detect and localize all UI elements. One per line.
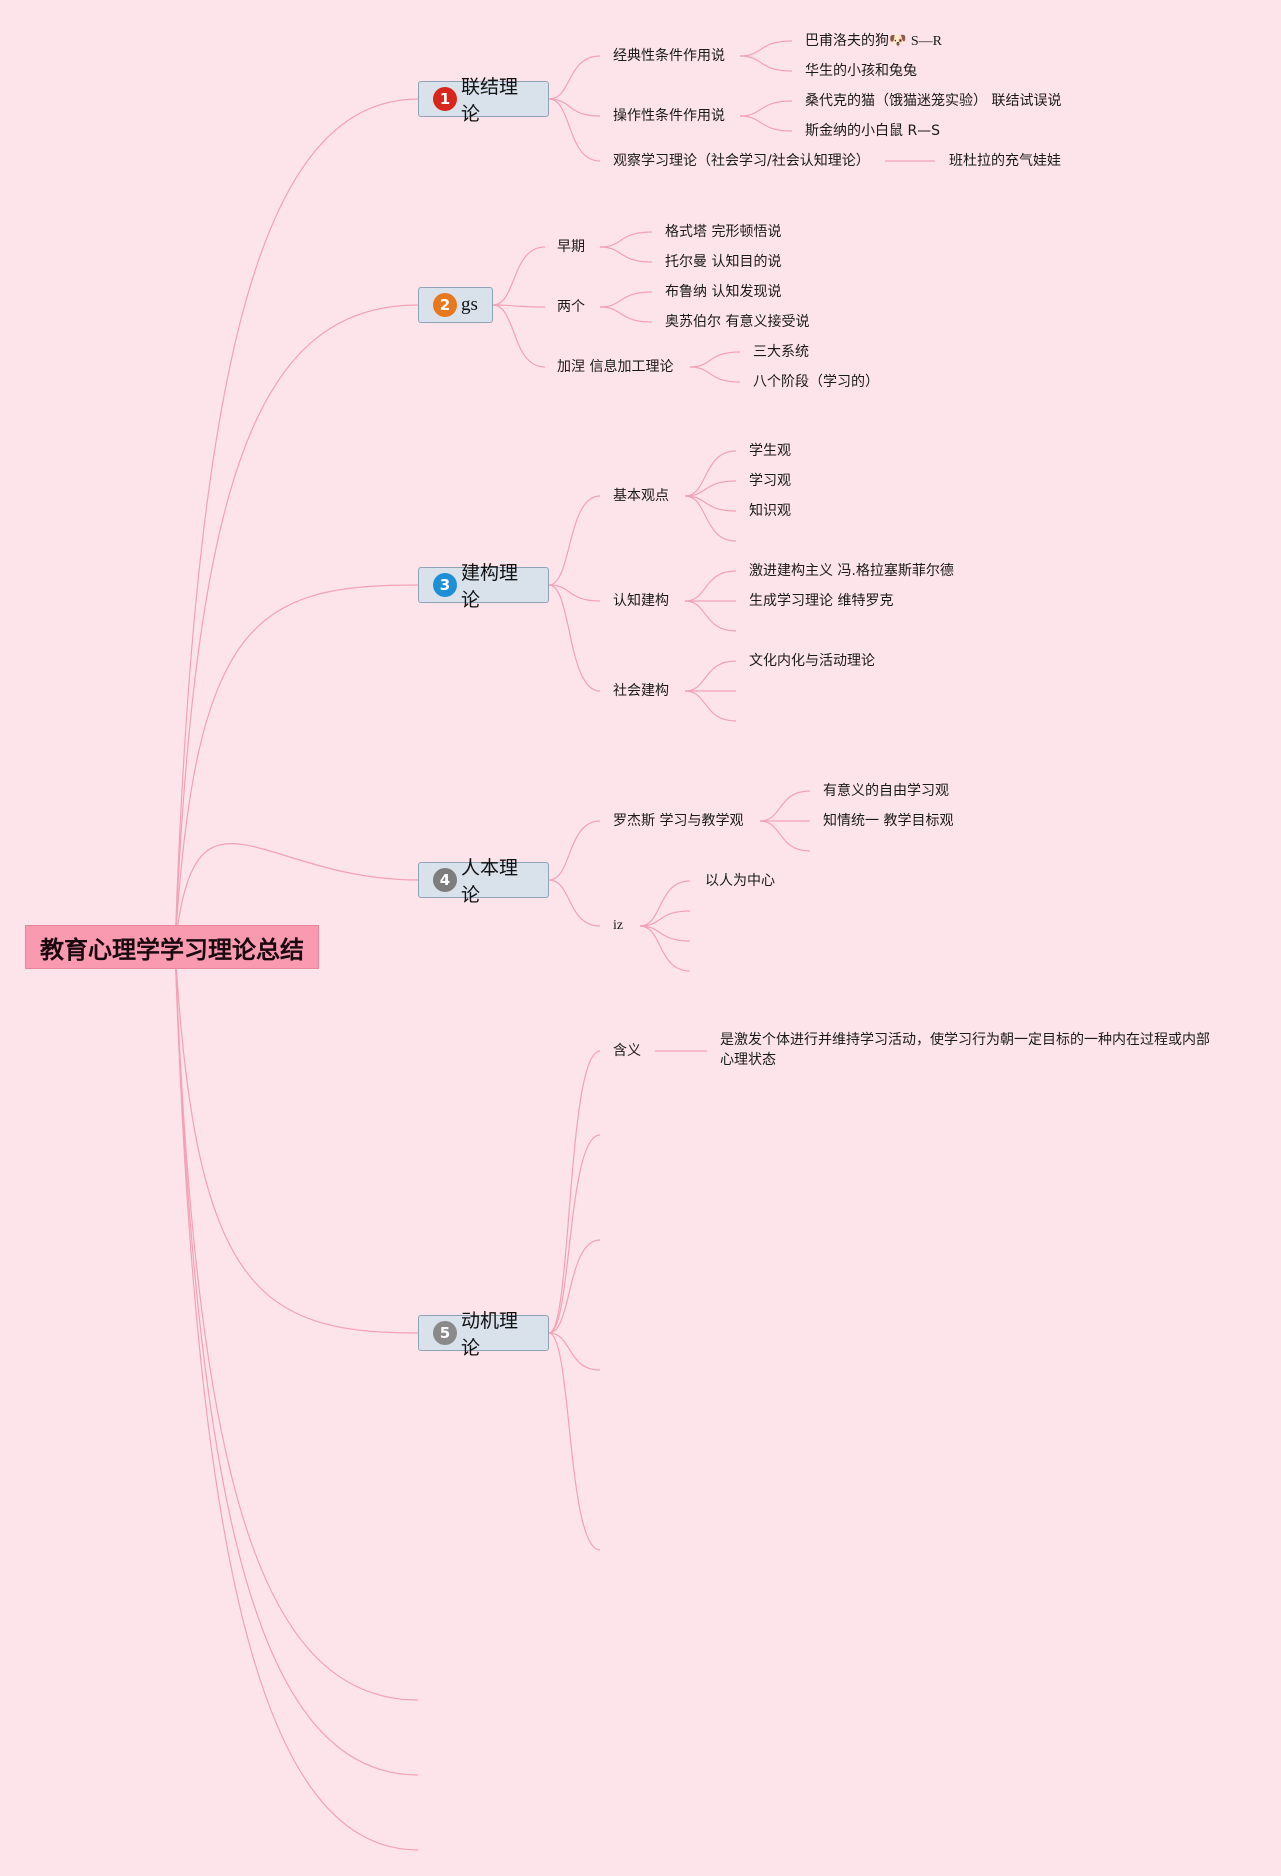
connector-27 [548, 584, 601, 692]
connector-16 [492, 246, 546, 306]
connector-13 [739, 100, 793, 117]
node-three-systems[interactable]: 三大系统 [753, 344, 809, 360]
node-text: 巴甫洛夫的狗 [805, 33, 889, 49]
node-student-view[interactable]: 学生观 [749, 443, 791, 459]
node-meaning[interactable]: 含义 [613, 1043, 641, 1059]
node-free-learning[interactable]: 有意义的自由学习观 [823, 783, 949, 799]
node-tolman[interactable]: 托尔曼 认知目的说 [665, 254, 782, 270]
root-topic[interactable]: 教育心理学学习理论总结 [25, 925, 319, 969]
number-badge-5: 5 [433, 1321, 457, 1345]
node-gestalt[interactable]: 格式塔 完形顿悟说 [665, 224, 782, 240]
connector-31 [684, 495, 737, 542]
connector-49 [548, 1239, 601, 1334]
node-bandura[interactable]: 班杜拉的充气娃娃 [949, 153, 1061, 169]
root-connector-2 [174, 584, 419, 948]
connector-24 [689, 366, 741, 383]
connector-38 [548, 820, 601, 881]
connector-37 [684, 690, 737, 722]
connector-42 [759, 820, 811, 852]
node-gagne[interactable]: 加涅 信息加工理论 [557, 359, 674, 375]
root-connector-0 [174, 98, 419, 948]
connector-9 [548, 98, 601, 117]
node-ausubel[interactable]: 奥苏伯尔 有意义接受说 [665, 314, 810, 330]
root-connector-1 [174, 304, 419, 948]
root-connector-7 [174, 946, 419, 1851]
connector-40 [759, 790, 811, 822]
root-connector-5 [174, 946, 419, 1701]
connector-19 [599, 231, 653, 248]
connector-28 [684, 450, 737, 497]
node-classical-conditioning[interactable]: 经典性条件作用说 [613, 48, 725, 64]
node-observational-learning[interactable]: 观察学习理论（社会学习/社会认知理论） [613, 153, 870, 169]
node-cognitive-constructivism[interactable]: 认知建构 [613, 593, 669, 609]
connector-23 [689, 351, 741, 368]
node-generative-learning[interactable]: 生成学习理论 维特罗克 [749, 593, 894, 609]
node-skinner[interactable]: 斯金纳的小白鼠 R—S [805, 123, 941, 139]
connector-18 [492, 304, 546, 368]
connector-43 [639, 880, 691, 927]
connector-17 [492, 304, 546, 308]
node-watson[interactable]: 华生的小孩和兔兔 [805, 63, 917, 79]
number-badge-3: 3 [433, 573, 457, 597]
node-knowledge-view[interactable]: 知识观 [749, 503, 791, 519]
root-connector-4 [174, 946, 419, 1334]
node-meaning-definition[interactable]: 是激发个体进行并维持学习活动，使学习行为朝一定目标的一种内在过程或内部心理状态 [720, 1032, 1210, 1068]
node-early[interactable]: 早期 [557, 239, 585, 255]
connector-29 [684, 480, 737, 497]
connector-39 [548, 879, 601, 927]
node-person-centered[interactable]: 以人为中心 [705, 873, 775, 889]
connector-48 [548, 1134, 601, 1334]
connector-12 [739, 55, 793, 72]
node-radical-constructivism[interactable]: 激进建构主义 冯.格拉塞斯菲尔德 [749, 563, 954, 579]
connector-46 [639, 925, 691, 972]
node-social-constructivism[interactable]: 社会建构 [613, 683, 669, 699]
connector-50 [548, 1332, 601, 1371]
branch-humanism[interactable]: 4 人本理论 [418, 857, 549, 906]
connector-26 [548, 584, 601, 602]
root-connector-6 [174, 946, 419, 1776]
node-pavlov-dog[interactable]: 巴甫洛夫的狗🐶 S—R [805, 32, 942, 51]
connector-11 [739, 40, 793, 57]
number-badge-1: 1 [433, 87, 457, 111]
connector-34 [684, 600, 737, 632]
branch-label: gs [461, 294, 478, 315]
connector-22 [599, 306, 653, 323]
node-bruner[interactable]: 布鲁纳 认知发现说 [665, 284, 782, 300]
node-rogers[interactable]: 罗杰斯 学习与教学观 [613, 813, 744, 829]
connector-47 [548, 1050, 601, 1334]
node-teaching-goals[interactable]: 知情统一 教学目标观 [823, 813, 954, 829]
branch-label: 动机理论 [461, 1310, 519, 1359]
node-tail-text: S—R [910, 34, 943, 49]
connector-35 [684, 660, 737, 692]
node-eight-stages[interactable]: 八个阶段（学习的） [753, 374, 879, 390]
branch-label: 建构理论 [461, 562, 519, 611]
node-cultural-internalization[interactable]: 文化内化与活动理论 [749, 653, 875, 669]
connector-20 [599, 246, 653, 263]
node-two[interactable]: 两个 [557, 299, 585, 315]
node-thorndike[interactable]: 桑代克的猫（饿猫迷笼实验） 联结试误说 [805, 93, 1062, 109]
connector-51 [548, 1332, 601, 1551]
branch-constructivism[interactable]: 3 建构理论 [418, 562, 549, 611]
branch-gs[interactable]: 2 gs [418, 287, 493, 323]
branch-label: 联结理论 [461, 76, 519, 125]
number-badge-2: 2 [433, 293, 457, 317]
branch-label: 人本理论 [461, 857, 519, 906]
connector-21 [599, 291, 653, 308]
connector-14 [739, 115, 793, 132]
node-learning-view[interactable]: 学习观 [749, 473, 791, 489]
connector-10 [548, 98, 601, 162]
root-connector-3 [174, 843, 419, 948]
node-basic-views[interactable]: 基本观点 [613, 488, 669, 504]
connector-32 [684, 570, 737, 602]
node-operant-conditioning[interactable]: 操作性条件作用说 [613, 108, 725, 124]
dog-icon: 🐶 [889, 33, 907, 49]
connector-8 [548, 55, 601, 100]
branch-connectionism[interactable]: 1 联结理论 [418, 76, 549, 125]
branch-motivation[interactable]: 5 动机理论 [418, 1310, 549, 1359]
number-badge-4: 4 [433, 868, 457, 892]
node-iz[interactable]: iz [613, 918, 624, 933]
connector-44 [639, 910, 691, 927]
connector-25 [548, 495, 601, 586]
